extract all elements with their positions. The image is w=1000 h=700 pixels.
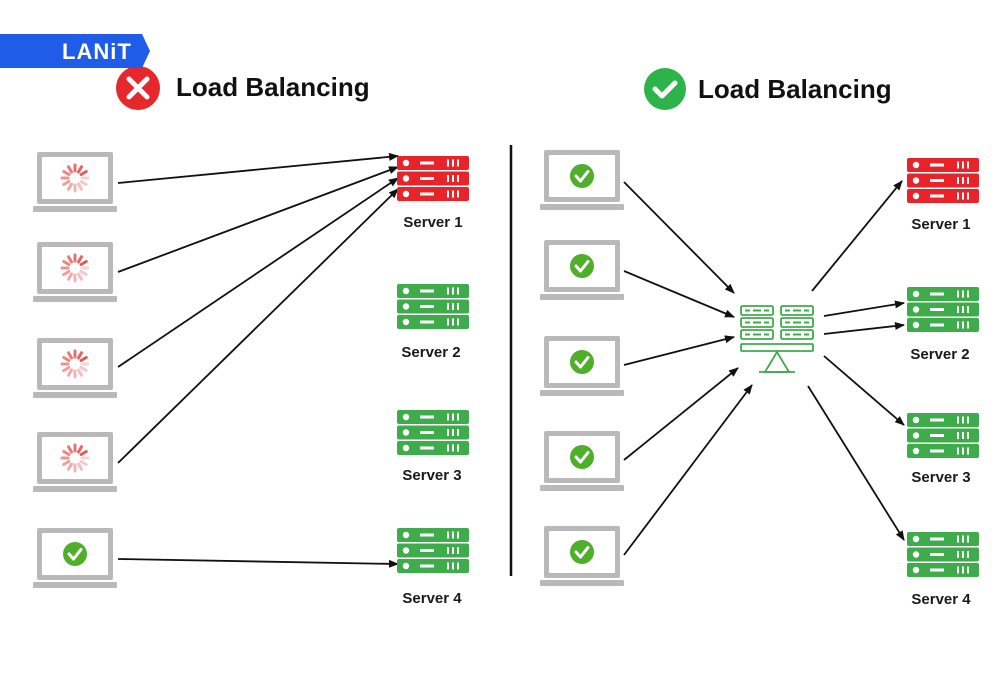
right-arrow-balancer-server4 bbox=[807, 385, 905, 541]
right-client-laptop-2 bbox=[540, 240, 624, 300]
loading-spinner-icon bbox=[60, 349, 90, 379]
check-circle-icon bbox=[570, 164, 594, 188]
left-client-laptop-2 bbox=[33, 242, 117, 302]
left-arrow-client5-server4 bbox=[117, 558, 399, 568]
right-client-laptop-1 bbox=[540, 150, 624, 210]
right-client-laptop-3 bbox=[540, 336, 624, 396]
right-arrow-client1-balancer bbox=[623, 181, 735, 294]
right-arrow-balancer-server2b bbox=[823, 322, 905, 335]
right-server-4-label: Server 4 bbox=[911, 591, 971, 608]
cross-icon bbox=[116, 66, 160, 110]
left-server-2-stack bbox=[397, 284, 469, 329]
left-arrow-client3-server1 bbox=[117, 177, 399, 368]
right-arrow-client4-balancer bbox=[623, 367, 739, 461]
right-server-4-stack bbox=[907, 532, 979, 577]
right-server-1-stack bbox=[907, 158, 979, 203]
check-circle-icon bbox=[570, 540, 594, 564]
check-circle-icon bbox=[570, 350, 594, 374]
brand-logo-text: LANiT bbox=[62, 39, 132, 64]
right-arrow-client2-balancer bbox=[623, 270, 735, 318]
left-server-3-label: Server 3 bbox=[402, 467, 462, 484]
right-server-2-stack bbox=[907, 287, 979, 332]
check-circle-icon bbox=[644, 68, 686, 110]
heading-with-load-balancing: Load Balancing bbox=[698, 74, 892, 104]
right-server-3-stack bbox=[907, 413, 979, 458]
right-arrow-client5-balancer bbox=[623, 384, 753, 556]
right-client-laptop-5 bbox=[540, 526, 624, 586]
right-arrow-client3-balancer bbox=[623, 335, 735, 366]
left-client-laptop-1 bbox=[33, 152, 117, 212]
left-client-laptop-5 bbox=[33, 528, 117, 588]
loading-spinner-icon bbox=[60, 163, 90, 193]
left-arrow-client4-server1 bbox=[117, 188, 399, 464]
right-server-3-label: Server 3 bbox=[911, 469, 971, 486]
right-arrow-balancer-server1 bbox=[811, 180, 903, 292]
left-client-laptop-3 bbox=[33, 338, 117, 398]
loading-spinner-icon bbox=[60, 443, 90, 473]
load-balancer-icon bbox=[740, 305, 814, 373]
left-arrow-client1-server1 bbox=[117, 152, 399, 184]
heading-without-load-balancing: Load Balancing bbox=[176, 72, 370, 102]
right-arrow-balancer-server3 bbox=[823, 355, 905, 426]
brand-logo-tab bbox=[0, 34, 150, 68]
right-server-2-label: Server 2 bbox=[910, 346, 970, 363]
check-circle-icon bbox=[570, 254, 594, 278]
loading-spinner-icon bbox=[60, 253, 90, 283]
check-circle-icon bbox=[570, 445, 594, 469]
right-server-1-label: Server 1 bbox=[911, 216, 971, 233]
left-server-1-label: Server 1 bbox=[403, 214, 463, 231]
left-server-3-stack bbox=[397, 410, 469, 455]
left-arrow-client2-server1 bbox=[117, 166, 399, 273]
check-circle-icon bbox=[63, 542, 87, 566]
right-arrow-balancer-server2a bbox=[823, 300, 905, 317]
right-client-laptop-4 bbox=[540, 431, 624, 491]
left-server-1-stack bbox=[397, 156, 469, 201]
left-server-4-label: Server 4 bbox=[402, 590, 462, 607]
left-client-laptop-4 bbox=[33, 432, 117, 492]
left-server-4-stack bbox=[397, 528, 469, 573]
left-server-2-label: Server 2 bbox=[401, 344, 461, 361]
